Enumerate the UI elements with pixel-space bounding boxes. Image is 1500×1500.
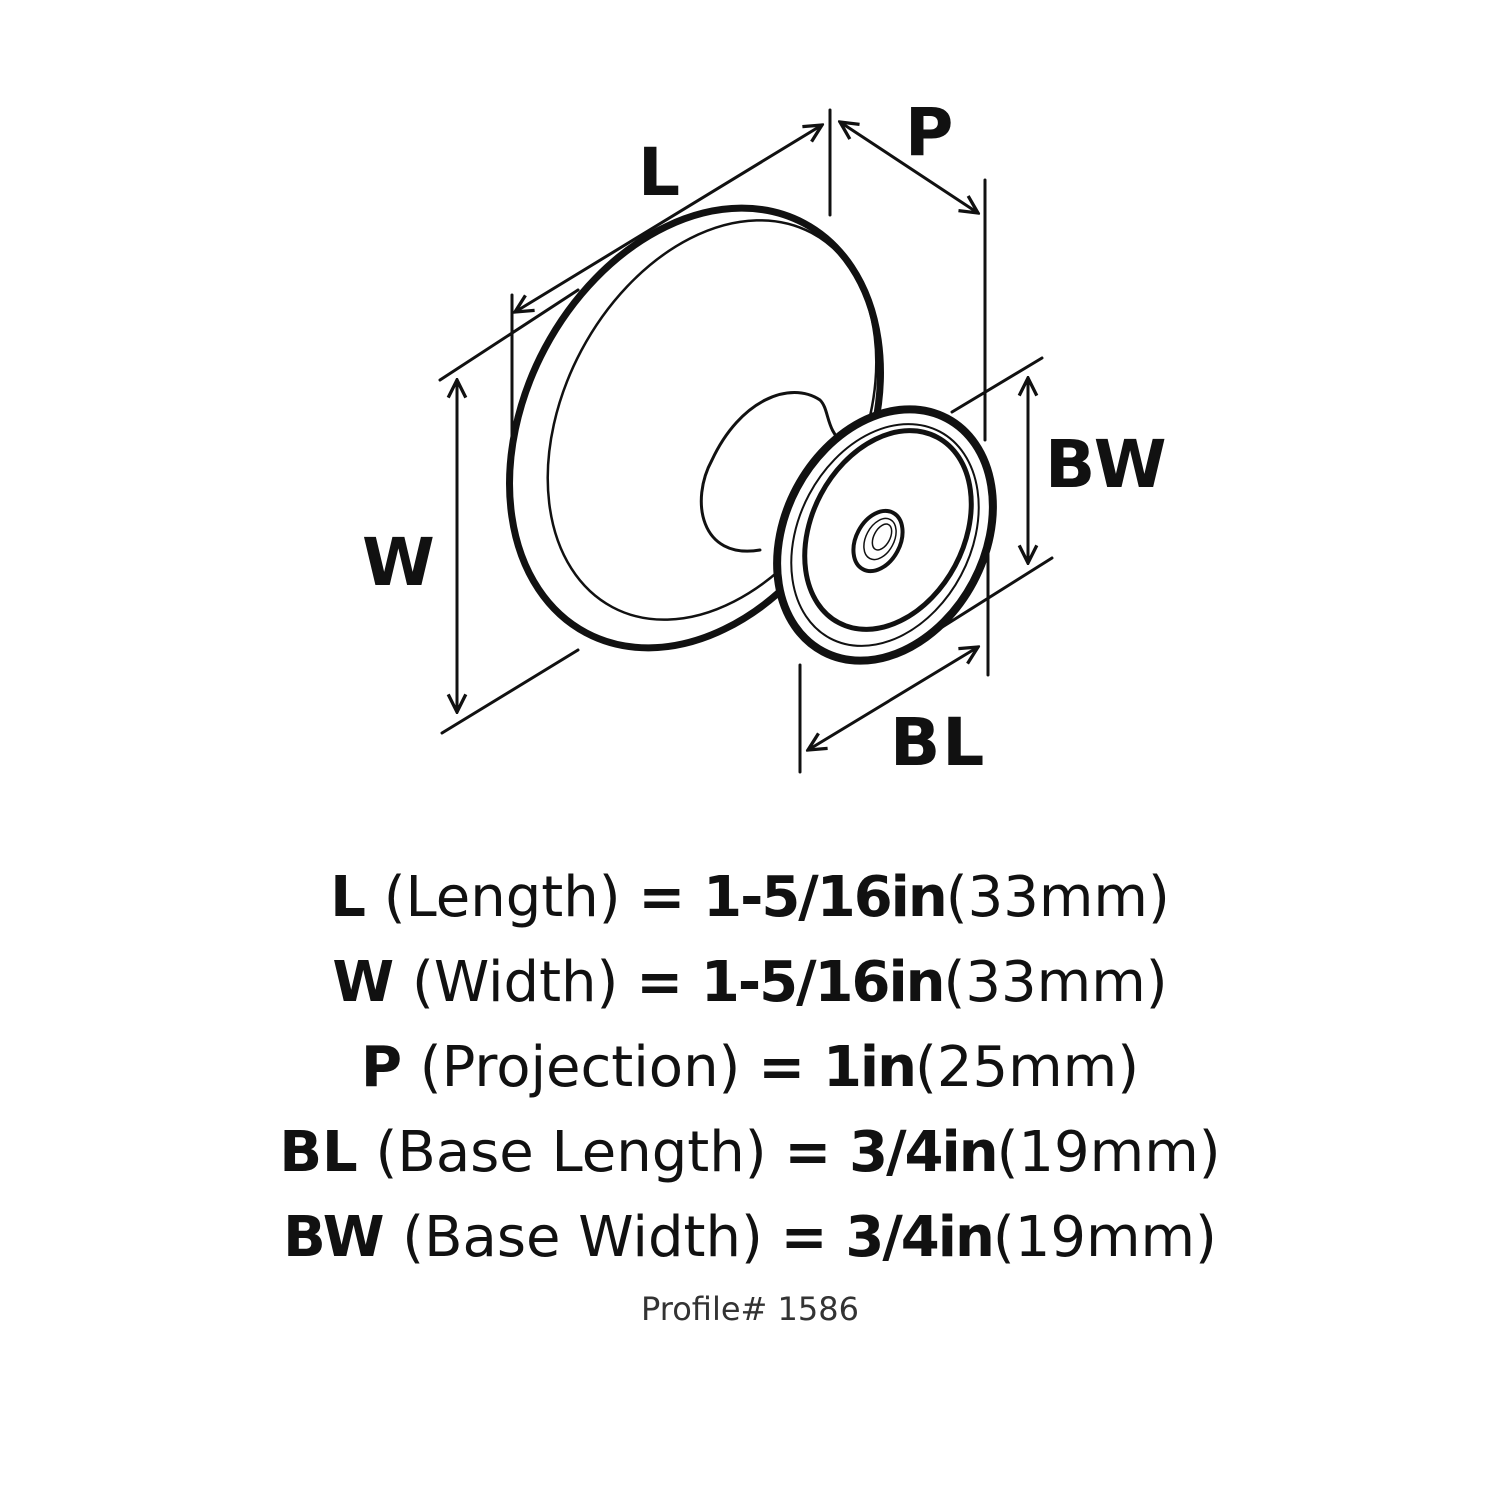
spec-width: W (Width) = 1-5/16in(33mm) <box>0 940 1500 1025</box>
spec-inches: 3/4in <box>845 1205 994 1270</box>
spec-mm: (19mm) <box>996 1120 1221 1185</box>
spec-inches: 1in <box>822 1035 917 1100</box>
spec-mm: (19mm) <box>992 1205 1217 1270</box>
dimension-specs-list: L (Length) = 1-5/16in(33mm) W (Width) = … <box>0 855 1500 1280</box>
spec-name: (Base Width) <box>402 1205 763 1270</box>
profile-number: Profile# 1586 <box>641 1290 859 1328</box>
knob-dimension-diagram: L P W BW BL <box>362 94 1169 781</box>
spec-abbr: BW <box>283 1205 385 1270</box>
dimension-BL <box>798 538 990 774</box>
knob-base <box>773 405 997 665</box>
spec-inches: 3/4in <box>849 1120 998 1185</box>
spec-equals: = <box>758 1035 806 1100</box>
spec-inches: 1-5/16in <box>703 865 948 930</box>
dimension-L <box>438 108 832 447</box>
label-W: W <box>362 524 437 601</box>
spec-equals: = <box>636 950 684 1015</box>
spec-name: (Length) <box>383 865 621 930</box>
spec-mm: (33mm) <box>945 865 1170 930</box>
spec-mm: (33mm) <box>943 950 1168 1015</box>
label-BL: BL <box>890 704 987 781</box>
dimension-BW <box>926 356 1054 638</box>
spec-equals: = <box>638 865 686 930</box>
label-BW: BW <box>1045 426 1169 503</box>
label-L: L <box>638 134 683 211</box>
spec-mm: (25mm) <box>914 1035 1140 1100</box>
label-P: P <box>905 94 956 171</box>
spec-abbr: P <box>360 1035 402 1100</box>
spec-abbr: BL <box>279 1120 358 1185</box>
spec-name: (Width) <box>411 950 619 1015</box>
knob-stem <box>699 391 847 553</box>
spec-name: (Base Length) <box>375 1120 767 1185</box>
spec-abbr: W <box>332 950 395 1015</box>
spec-inches: 1-5/16in <box>700 950 946 1015</box>
spec-name: (Projection) <box>419 1035 741 1100</box>
knob-drawing <box>438 108 1054 774</box>
spec-abbr: L <box>330 865 366 930</box>
spec-length: L (Length) = 1-5/16in(33mm) <box>0 855 1500 940</box>
spec-equals: = <box>780 1205 828 1270</box>
spec-base-length: BL (Base Length) = 3/4in(19mm) <box>0 1110 1500 1195</box>
spec-base-width: BW (Base Width) = 3/4in(19mm) <box>0 1195 1500 1280</box>
dimension-W <box>440 380 580 735</box>
spec-equals: = <box>784 1120 832 1185</box>
dimension-P <box>840 122 987 442</box>
spec-projection: P (Projection) = 1in(25mm) <box>0 1025 1500 1110</box>
